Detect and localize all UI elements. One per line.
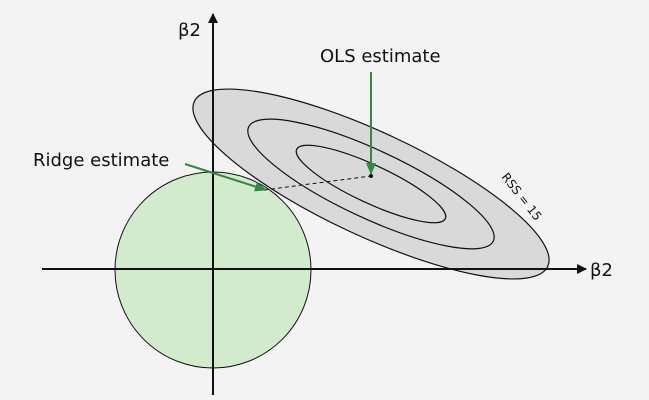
rss-contour-inner (295, 144, 447, 224)
rss-contour-middle (247, 118, 495, 250)
ridge-arrow (184, 163, 267, 192)
y-axis-label: β2 (178, 20, 201, 41)
x-axis-label: β2 (590, 260, 613, 281)
dashed-connector (263, 175, 372, 191)
ridge-label: Ridge estimate (33, 150, 169, 171)
ols-label: OLS estimate (320, 46, 441, 67)
ols-point (369, 174, 373, 178)
rss-contour-outer (192, 88, 550, 280)
